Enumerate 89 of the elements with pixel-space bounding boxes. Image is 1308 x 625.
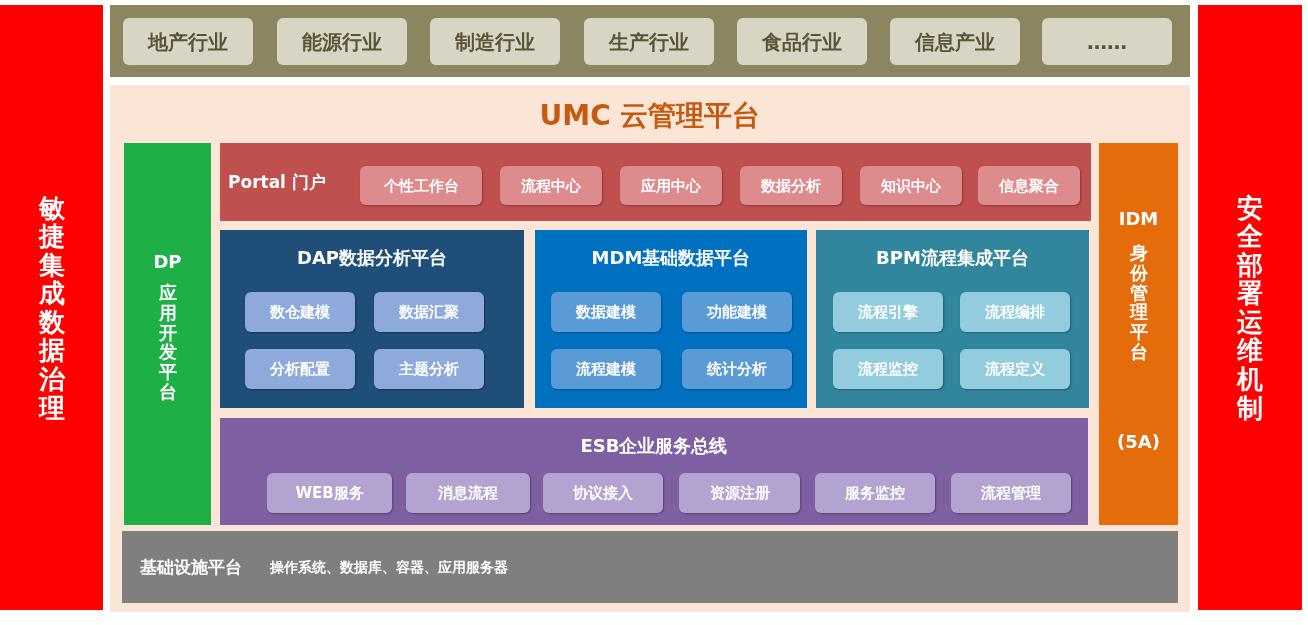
platform-panel bbox=[110, 85, 1190, 612]
platform-label: 应用开发平台 bbox=[158, 283, 177, 402]
platform-column bbox=[1099, 143, 1178, 525]
industry-box bbox=[123, 18, 253, 65]
industry-box bbox=[584, 18, 714, 65]
module-box bbox=[543, 473, 663, 513]
platform-label: 身份管理平台 bbox=[1129, 243, 1148, 362]
panel-title: UMC 云管理平台 bbox=[539, 98, 761, 134]
module-label: 统计分析 bbox=[707, 359, 767, 379]
module-box bbox=[620, 166, 722, 205]
module-box bbox=[682, 292, 792, 332]
module-label: 个性工作台 bbox=[383, 176, 459, 195]
module-label: 主题分析 bbox=[399, 359, 459, 379]
module-label: 知识中心 bbox=[881, 176, 941, 195]
infrastructure-band bbox=[122, 531, 1178, 603]
module-box bbox=[960, 349, 1070, 389]
industry-box bbox=[737, 18, 867, 65]
platform-column bbox=[124, 143, 211, 525]
platform-box bbox=[220, 418, 1088, 525]
module-box bbox=[679, 473, 800, 513]
portal-label: Portal 门户 bbox=[228, 171, 326, 194]
module-box bbox=[978, 166, 1080, 205]
module-label: 流程建模 bbox=[576, 359, 636, 379]
module-label: 流程编排 bbox=[985, 302, 1045, 322]
module-label: 信息聚合 bbox=[999, 176, 1059, 195]
industry-label: 制造行业 bbox=[455, 28, 535, 55]
module-box bbox=[833, 292, 943, 332]
module-box bbox=[500, 166, 602, 205]
module-box bbox=[374, 292, 484, 332]
module-label: 流程监控 bbox=[858, 359, 918, 379]
platform-label: DP bbox=[153, 251, 182, 272]
module-label: 流程管理 bbox=[981, 483, 1041, 503]
industry-label: 地产行业 bbox=[148, 28, 228, 55]
industry-box bbox=[1042, 18, 1172, 65]
platform-box bbox=[816, 230, 1089, 408]
module-label: 数据建模 bbox=[576, 302, 636, 322]
module-box bbox=[740, 166, 842, 205]
infrastructure-detail: 操作系统、数据库、容器、应用服务器 bbox=[270, 559, 508, 577]
module-box bbox=[860, 166, 962, 205]
platform-box bbox=[535, 230, 807, 408]
infrastructure-title: 基础设施平台 bbox=[140, 556, 242, 579]
industry-label: …… bbox=[1087, 29, 1127, 54]
side-label: 安全部署运维机制 bbox=[1237, 193, 1263, 422]
platform-title: DAP数据分析平台 bbox=[296, 246, 448, 270]
module-label: WEB服务 bbox=[295, 483, 364, 503]
module-label: 流程定义 bbox=[985, 359, 1045, 379]
module-label: 功能建模 bbox=[707, 302, 767, 322]
module-label: 数据汇聚 bbox=[399, 302, 459, 322]
platform-title: ESB企业服务总线 bbox=[580, 434, 728, 458]
module-label: 服务监控 bbox=[845, 483, 905, 503]
module-label: 流程中心 bbox=[521, 176, 581, 195]
industry-label: 信息产业 bbox=[915, 28, 995, 55]
platform-title: BPM流程集成平台 bbox=[876, 246, 1029, 270]
module-box bbox=[406, 473, 530, 513]
module-box bbox=[682, 349, 792, 389]
industry-label: 食品行业 bbox=[762, 28, 842, 55]
module-label: 资源注册 bbox=[709, 483, 770, 503]
platform-box bbox=[220, 230, 524, 408]
module-box bbox=[360, 166, 482, 205]
side-band bbox=[1198, 5, 1302, 610]
module-box bbox=[951, 473, 1071, 513]
module-box bbox=[551, 292, 661, 332]
module-box bbox=[960, 292, 1070, 332]
module-box bbox=[374, 349, 484, 389]
module-label: 数据分析 bbox=[761, 176, 821, 195]
industry-box bbox=[430, 18, 560, 65]
module-label: 流程引擎 bbox=[858, 302, 918, 322]
industry-label: 能源行业 bbox=[302, 28, 382, 55]
module-label: 分析配置 bbox=[270, 359, 330, 379]
side-band bbox=[0, 5, 103, 610]
module-box bbox=[815, 473, 935, 513]
module-label: 协议接入 bbox=[573, 483, 633, 503]
module-box bbox=[245, 292, 355, 332]
industry-box bbox=[890, 18, 1020, 65]
platform-label: (5A) bbox=[1117, 431, 1160, 452]
module-box bbox=[245, 349, 355, 389]
side-label: 敏捷集成数据治理 bbox=[38, 193, 65, 422]
industry-strip bbox=[110, 5, 1190, 77]
module-box bbox=[833, 349, 943, 389]
module-label: 应用中心 bbox=[641, 176, 701, 195]
module-box bbox=[551, 349, 661, 389]
module-label: 数仓建模 bbox=[270, 302, 330, 322]
portal-band bbox=[220, 143, 1091, 221]
module-box bbox=[267, 473, 392, 513]
platform-label: IDM bbox=[1118, 208, 1159, 229]
platform-title: MDM基础数据平台 bbox=[591, 246, 751, 270]
industry-label: 生产行业 bbox=[609, 28, 689, 55]
module-label: 消息流程 bbox=[438, 483, 498, 503]
industry-box bbox=[277, 18, 407, 65]
